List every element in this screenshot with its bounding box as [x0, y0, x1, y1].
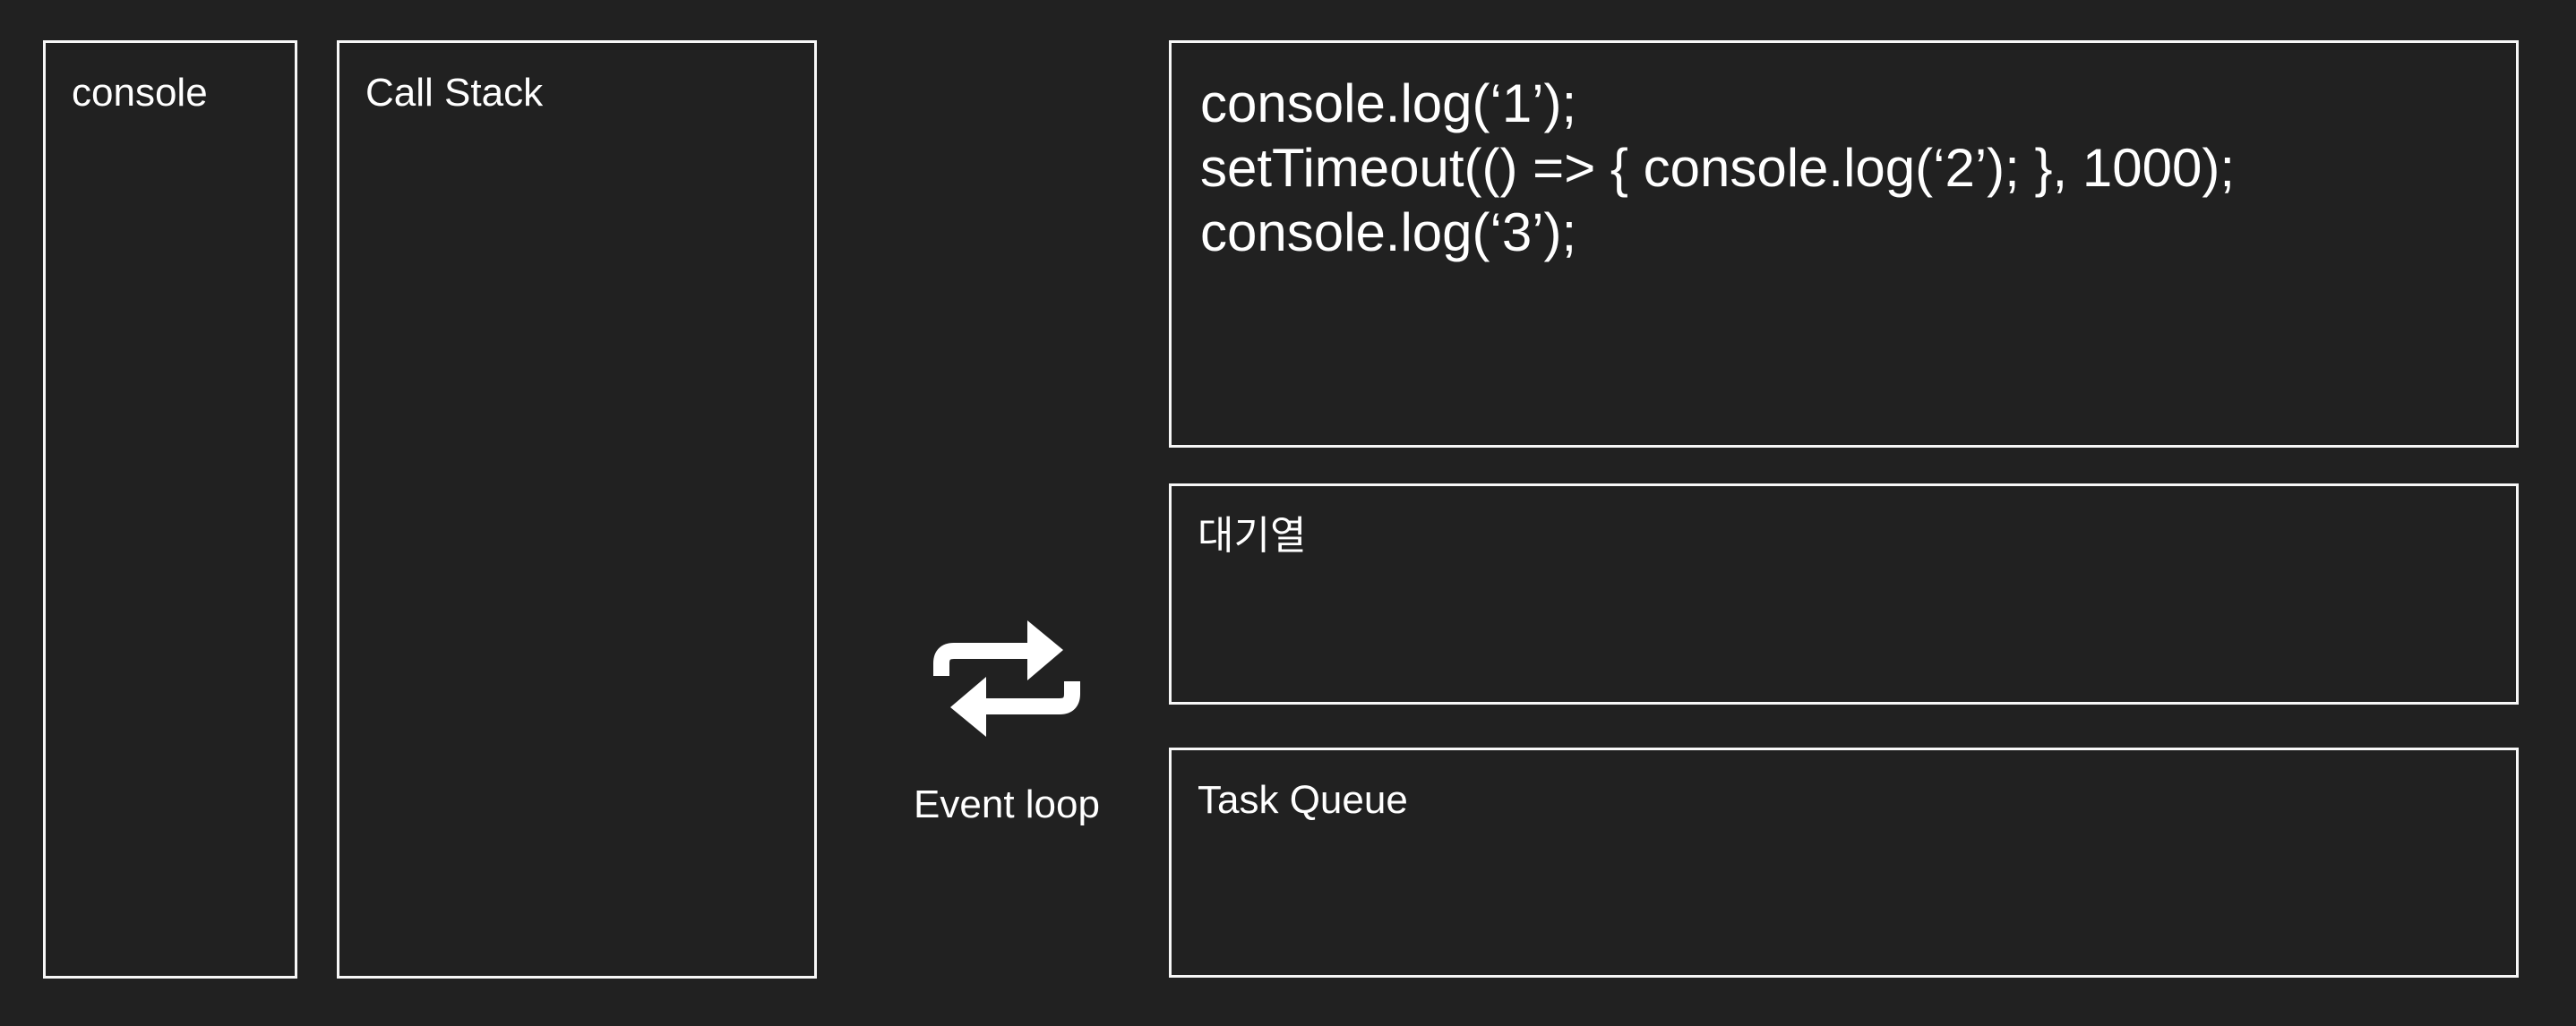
code-line-3: console.log(‘3’); — [1200, 202, 1577, 262]
event-loop-label: Event loop — [914, 782, 1100, 826]
task-queue-panel-label: Task Queue — [1198, 778, 1408, 822]
task-queue-panel: Task Queue — [1169, 748, 2519, 978]
waiting-queue-panel-label: 대기열 — [1198, 514, 1307, 558]
call-stack-panel: Call Stack — [337, 40, 817, 979]
code-snippet-panel: console.log(‘1’); setTimeout(() => { con… — [1169, 40, 2519, 448]
console-panel-label: console — [72, 71, 208, 115]
code-line-2: setTimeout(() => { console.log(‘2’); }, … — [1200, 138, 2235, 198]
call-stack-panel-label: Call Stack — [365, 71, 544, 115]
event-loop-indicator: Event loop — [914, 620, 1100, 829]
code-line-1: console.log(‘1’); — [1200, 73, 1577, 133]
console-panel: console — [43, 40, 297, 979]
repeat-arrows-icon — [933, 620, 1080, 737]
waiting-queue-panel: 대기열 — [1169, 483, 2519, 705]
